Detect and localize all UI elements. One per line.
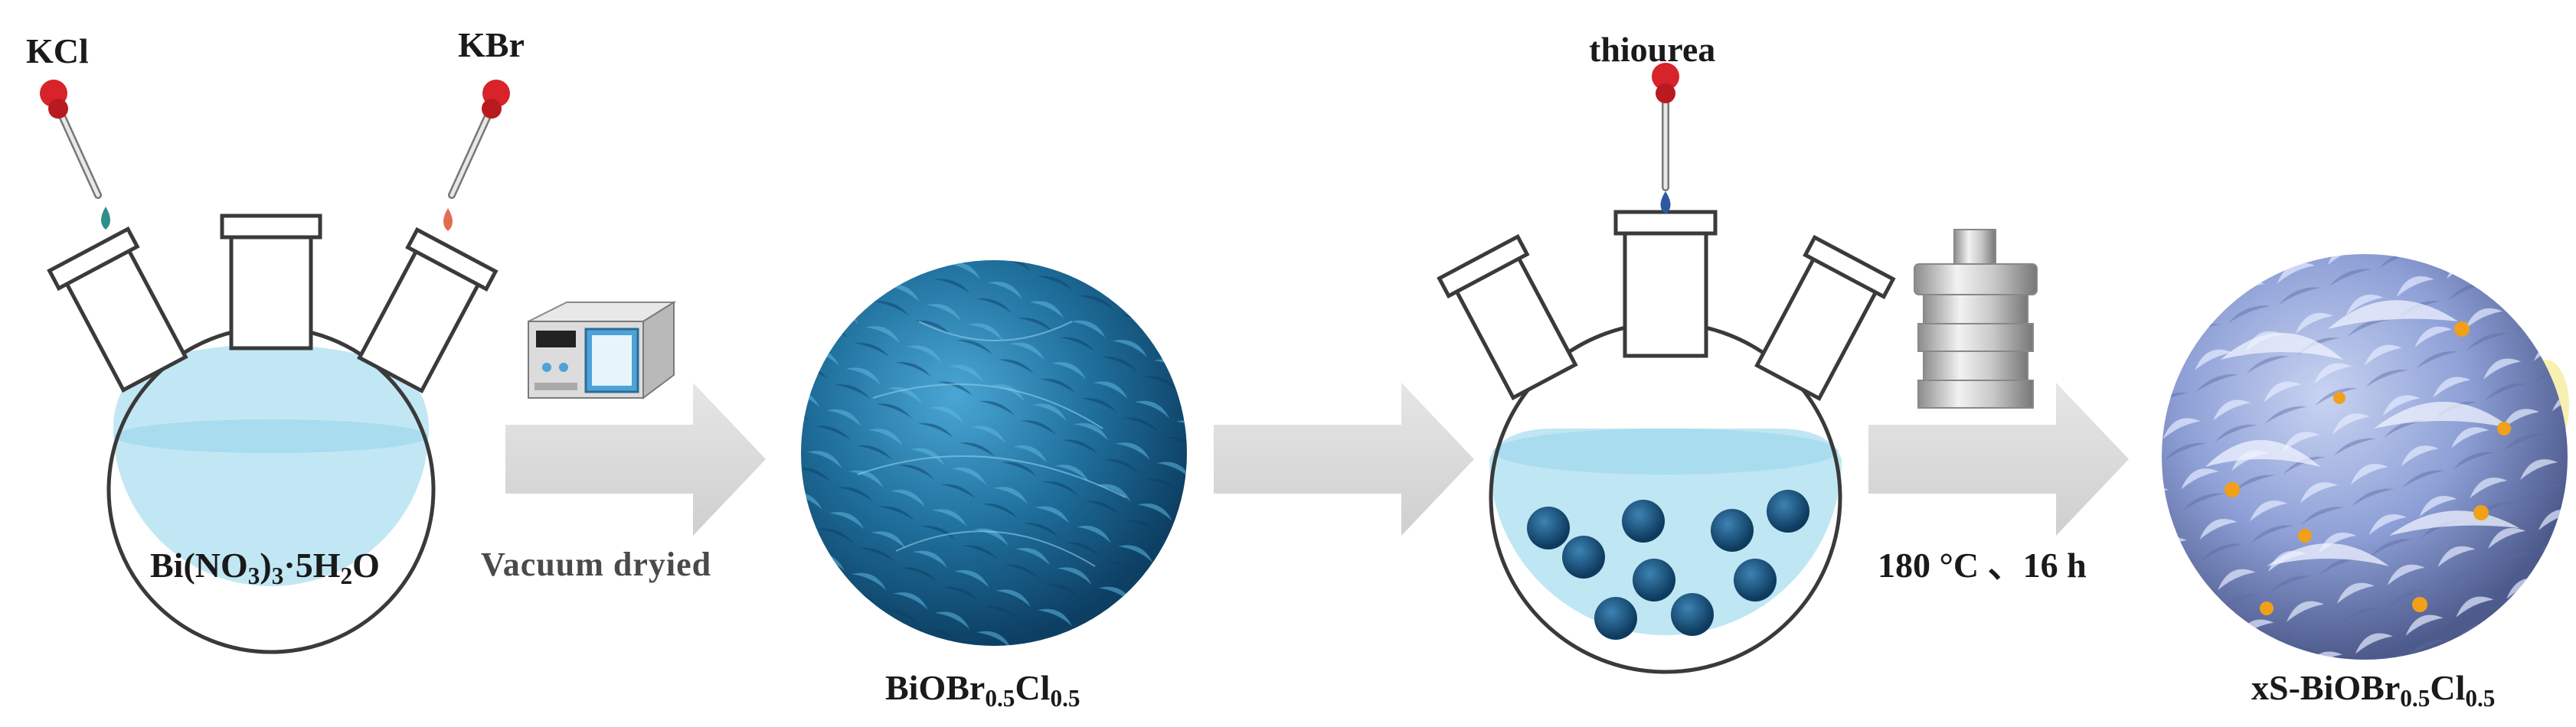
- arrow-step1: [505, 383, 766, 536]
- reagent-label-kcl: KCl: [26, 31, 89, 70]
- pipette-icon: [40, 80, 110, 230]
- pipette-icon: [1652, 63, 1679, 214]
- step1-condition-label: Vacuum dryied: [481, 546, 712, 583]
- arrow-step3: [1868, 383, 2129, 536]
- flask-icon: [1437, 210, 1896, 674]
- bead-group: [1527, 490, 1809, 640]
- arrow-step2: [1214, 383, 1474, 536]
- product1-label: BiOBr0.5Cl0.5: [885, 668, 1080, 712]
- nanosphere-icon: [801, 260, 1187, 646]
- step3-condition-label: 180 °C 、16 h: [1878, 546, 2087, 585]
- pipette-icon: [443, 80, 510, 231]
- reagent-label-thiourea: thiourea: [1589, 30, 1716, 69]
- autoclave-icon: [1914, 229, 2038, 409]
- oven-icon: [528, 301, 677, 399]
- nanosphere-icon: [2162, 254, 2569, 660]
- product2-label: xS-BiOBr0.5Cl0.5: [2251, 668, 2496, 712]
- flask-icon: [47, 214, 499, 654]
- flask-solution-label: Bi(NO3)3·5H2O: [150, 546, 380, 589]
- reagent-label-kbr: KBr: [458, 25, 525, 64]
